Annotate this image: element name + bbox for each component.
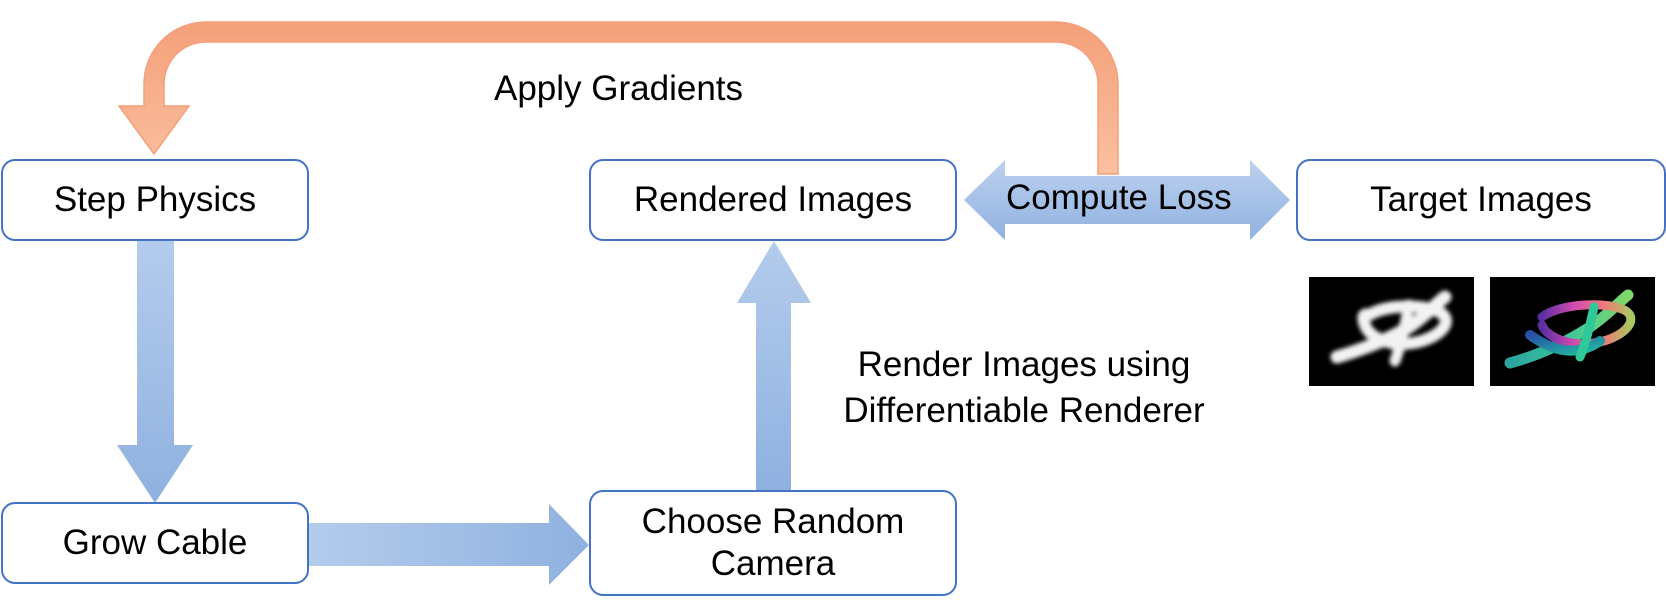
choose-camera-label-line2: Camera [710, 544, 836, 583]
render-label-line1: Render Images using [857, 345, 1191, 384]
grow-cable-label: Grow Cable [62, 523, 248, 562]
target-images-node: Target Images [1296, 159, 1666, 241]
render-label-line2: Differentiable Renderer [843, 390, 1205, 430]
step-physics-label: Step Physics [53, 180, 257, 219]
compute-loss-arrow [964, 160, 1290, 240]
knot-render-icon [1504, 289, 1636, 369]
target-images-label: Target Images [1370, 180, 1592, 219]
arrow-grow-to-camera [309, 504, 589, 585]
step-physics-node: Step Physics [1, 159, 309, 241]
target-silhouette-image [1309, 277, 1474, 386]
compute-loss-label: Compute Loss [1006, 178, 1232, 217]
choose-camera-label-line1: Choose Random [641, 502, 905, 541]
target-rendered-image [1490, 277, 1655, 386]
arrow-step-to-grow [117, 241, 193, 503]
arrow-camera-to-rendered [737, 241, 811, 490]
render-label: Render Images using Differentiable Rende… [826, 342, 1222, 433]
apply-gradients-arrow [117, 21, 1119, 175]
knot-silhouette-icon [1330, 290, 1452, 367]
apply-gradients-label: Apply Gradients [494, 69, 744, 108]
rendered-images-node: Rendered Images [589, 159, 957, 241]
rendered-images-label: Rendered Images [633, 180, 913, 219]
grow-cable-node: Grow Cable [1, 502, 309, 584]
choose-camera-node: Choose Random Camera [589, 490, 957, 596]
